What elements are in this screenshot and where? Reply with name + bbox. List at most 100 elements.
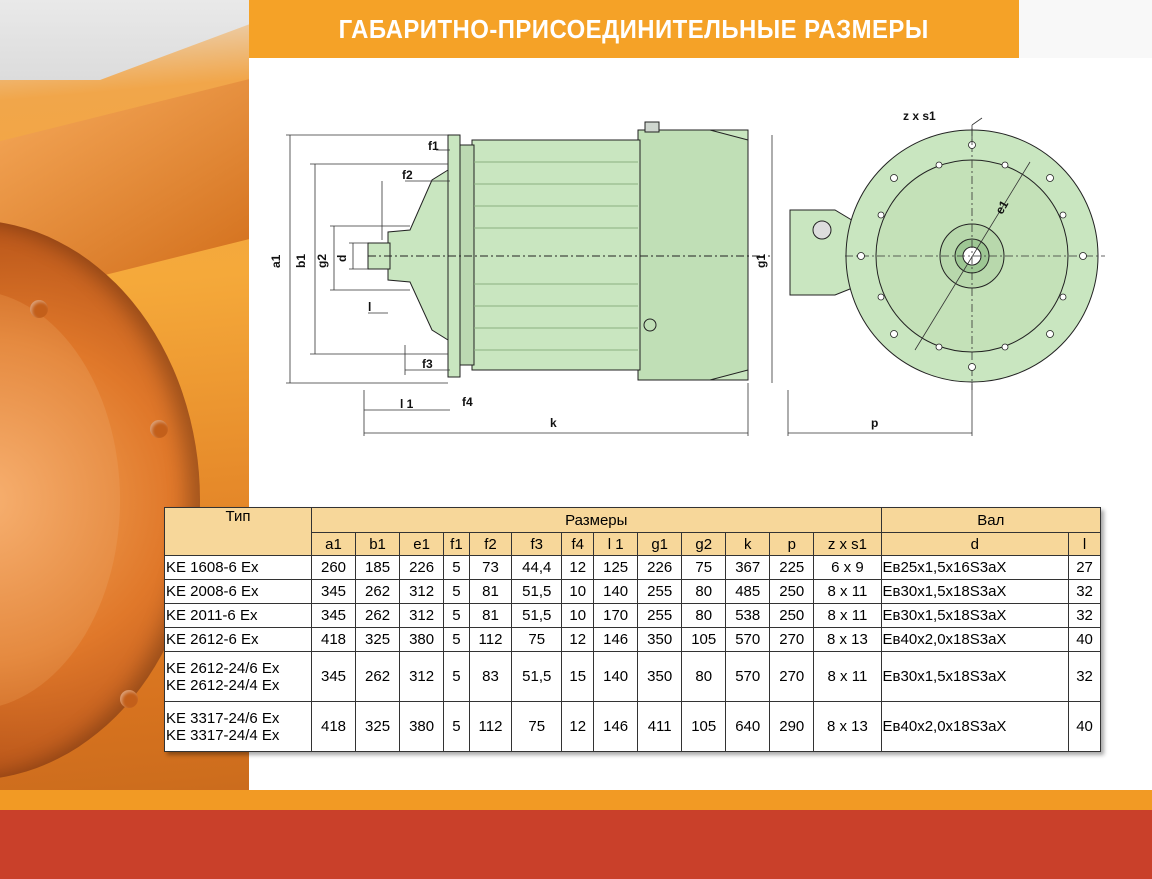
table-cell: 75 (681, 555, 727, 580)
table-cell: 262 (355, 651, 401, 702)
table-cell: 250 (769, 603, 815, 628)
table-cell: Ев40x2,0x18S3aX (880, 627, 1070, 652)
column-header: f4 (561, 532, 595, 556)
table-cell: 325 (355, 627, 401, 652)
motor-type-cell: KE 2008-6 Ex (164, 579, 312, 604)
label-zxs1: z x s1 (903, 109, 936, 123)
table-cell: 32 (1068, 651, 1101, 702)
motor-type-name: KE 2011-6 Ex (166, 607, 258, 624)
label-f3: f3 (422, 357, 433, 371)
table-cell: 8 x 11 (813, 603, 882, 628)
motor-front-cone (387, 169, 449, 341)
column-header: f3 (511, 532, 563, 556)
table-cell: 5 (443, 579, 470, 604)
table-cell: 260 (310, 555, 357, 580)
label-f1: f1 (428, 139, 439, 153)
label-f4: f4 (462, 395, 473, 409)
table-cell: 6 x 9 (813, 555, 882, 580)
column-header: a1 (310, 532, 357, 556)
table-cell: 12 (561, 555, 595, 580)
table-cell: 105 (681, 701, 727, 752)
table-cell: 51,5 (511, 651, 563, 702)
table-cell: 185 (355, 555, 401, 580)
table-cell: 350 (637, 627, 683, 652)
table-cell: Ев25x1,5x16S3aX (880, 555, 1070, 580)
col-group-shaft: Вал (880, 507, 1102, 533)
table-cell: 345 (310, 579, 357, 604)
table-cell: Ев30x1,5x18S3aX (880, 603, 1070, 628)
table-cell: 44,4 (511, 555, 563, 580)
table-cell: 140 (593, 579, 639, 604)
motor-type-name: KE 3317-24/4 Ex (166, 726, 280, 744)
label-e1: e1 (992, 198, 1011, 217)
table-cell: 5 (443, 651, 470, 702)
table-cell: 255 (637, 603, 683, 628)
table-cell: 270 (769, 651, 815, 702)
table-cell: 8 x 11 (813, 579, 882, 604)
table-cell: 80 (681, 651, 727, 702)
table-cell: 75 (511, 701, 563, 752)
column-header: f2 (468, 532, 513, 556)
bolt-icon (30, 300, 48, 318)
table-cell: 10 (561, 603, 595, 628)
motor-type-cell: KE 1608-6 Ex (164, 555, 312, 580)
table-cell: 125 (593, 555, 639, 580)
motor-type-name: KE 2008-6 Ex (166, 583, 259, 600)
table-cell: 80 (681, 603, 727, 628)
column-header: b1 (355, 532, 401, 556)
column-header: g2 (681, 532, 727, 556)
table-cell: 75 (511, 627, 563, 652)
motor-flange-collar (459, 144, 475, 366)
motor-type-cell: KE 2011-6 Ex (164, 603, 312, 628)
bolt-icon (120, 690, 138, 708)
table-cell: 262 (355, 579, 401, 604)
column-header: l 1 (593, 532, 639, 556)
label-a1: a1 (269, 254, 283, 268)
table-cell: 40 (1068, 627, 1101, 652)
table-cell: 380 (399, 627, 445, 652)
col-group-dimensions: Размеры (311, 507, 882, 533)
table-cell: 8 x 13 (813, 627, 882, 652)
table-cell: 325 (355, 701, 401, 752)
table-cell: 5 (443, 701, 470, 752)
table-cell: 27 (1068, 555, 1101, 580)
column-header: g1 (637, 532, 683, 556)
column-header: k (725, 532, 771, 556)
column-header: f1 (443, 532, 470, 556)
table-cell: 81 (468, 603, 513, 628)
column-header: d (880, 532, 1070, 556)
table-cell: 81 (468, 579, 513, 604)
motor-type-name: KE 2612-24/6 Ex (166, 659, 280, 677)
table-cell: 345 (310, 651, 357, 702)
page-header: ГАБАРИТНО-ПРИСОЕДИНИТЕЛЬНЫЕ РАЗМЕРЫ (249, 0, 1019, 58)
table-cell: 51,5 (511, 603, 563, 628)
table-cell: 270 (769, 627, 815, 652)
label-l1: l 1 (400, 397, 414, 411)
label-d: d (335, 255, 349, 262)
table-cell: 345 (310, 603, 357, 628)
table-cell: 312 (399, 579, 445, 604)
page-title: ГАБАРИТНО-ПРИСОЕДИНИТЕЛЬНЫЕ РАЗМЕРЫ (338, 13, 930, 44)
table-cell: 290 (769, 701, 815, 752)
column-header: e1 (399, 532, 445, 556)
table-cell: 80 (681, 579, 727, 604)
table-cell: 12 (561, 701, 595, 752)
footer-band (0, 810, 1152, 879)
column-header: l (1068, 532, 1101, 556)
table-cell: 5 (443, 555, 470, 580)
column-header: p (769, 532, 815, 556)
table-cell: 367 (725, 555, 771, 580)
table-cell: 112 (468, 701, 513, 752)
label-p: p (871, 416, 878, 430)
table-cell: 40 (1068, 701, 1101, 752)
table-cell: 146 (593, 627, 639, 652)
table-cell: 112 (468, 627, 513, 652)
motor-type-name: KE 3317-24/6 Ex (166, 709, 280, 727)
